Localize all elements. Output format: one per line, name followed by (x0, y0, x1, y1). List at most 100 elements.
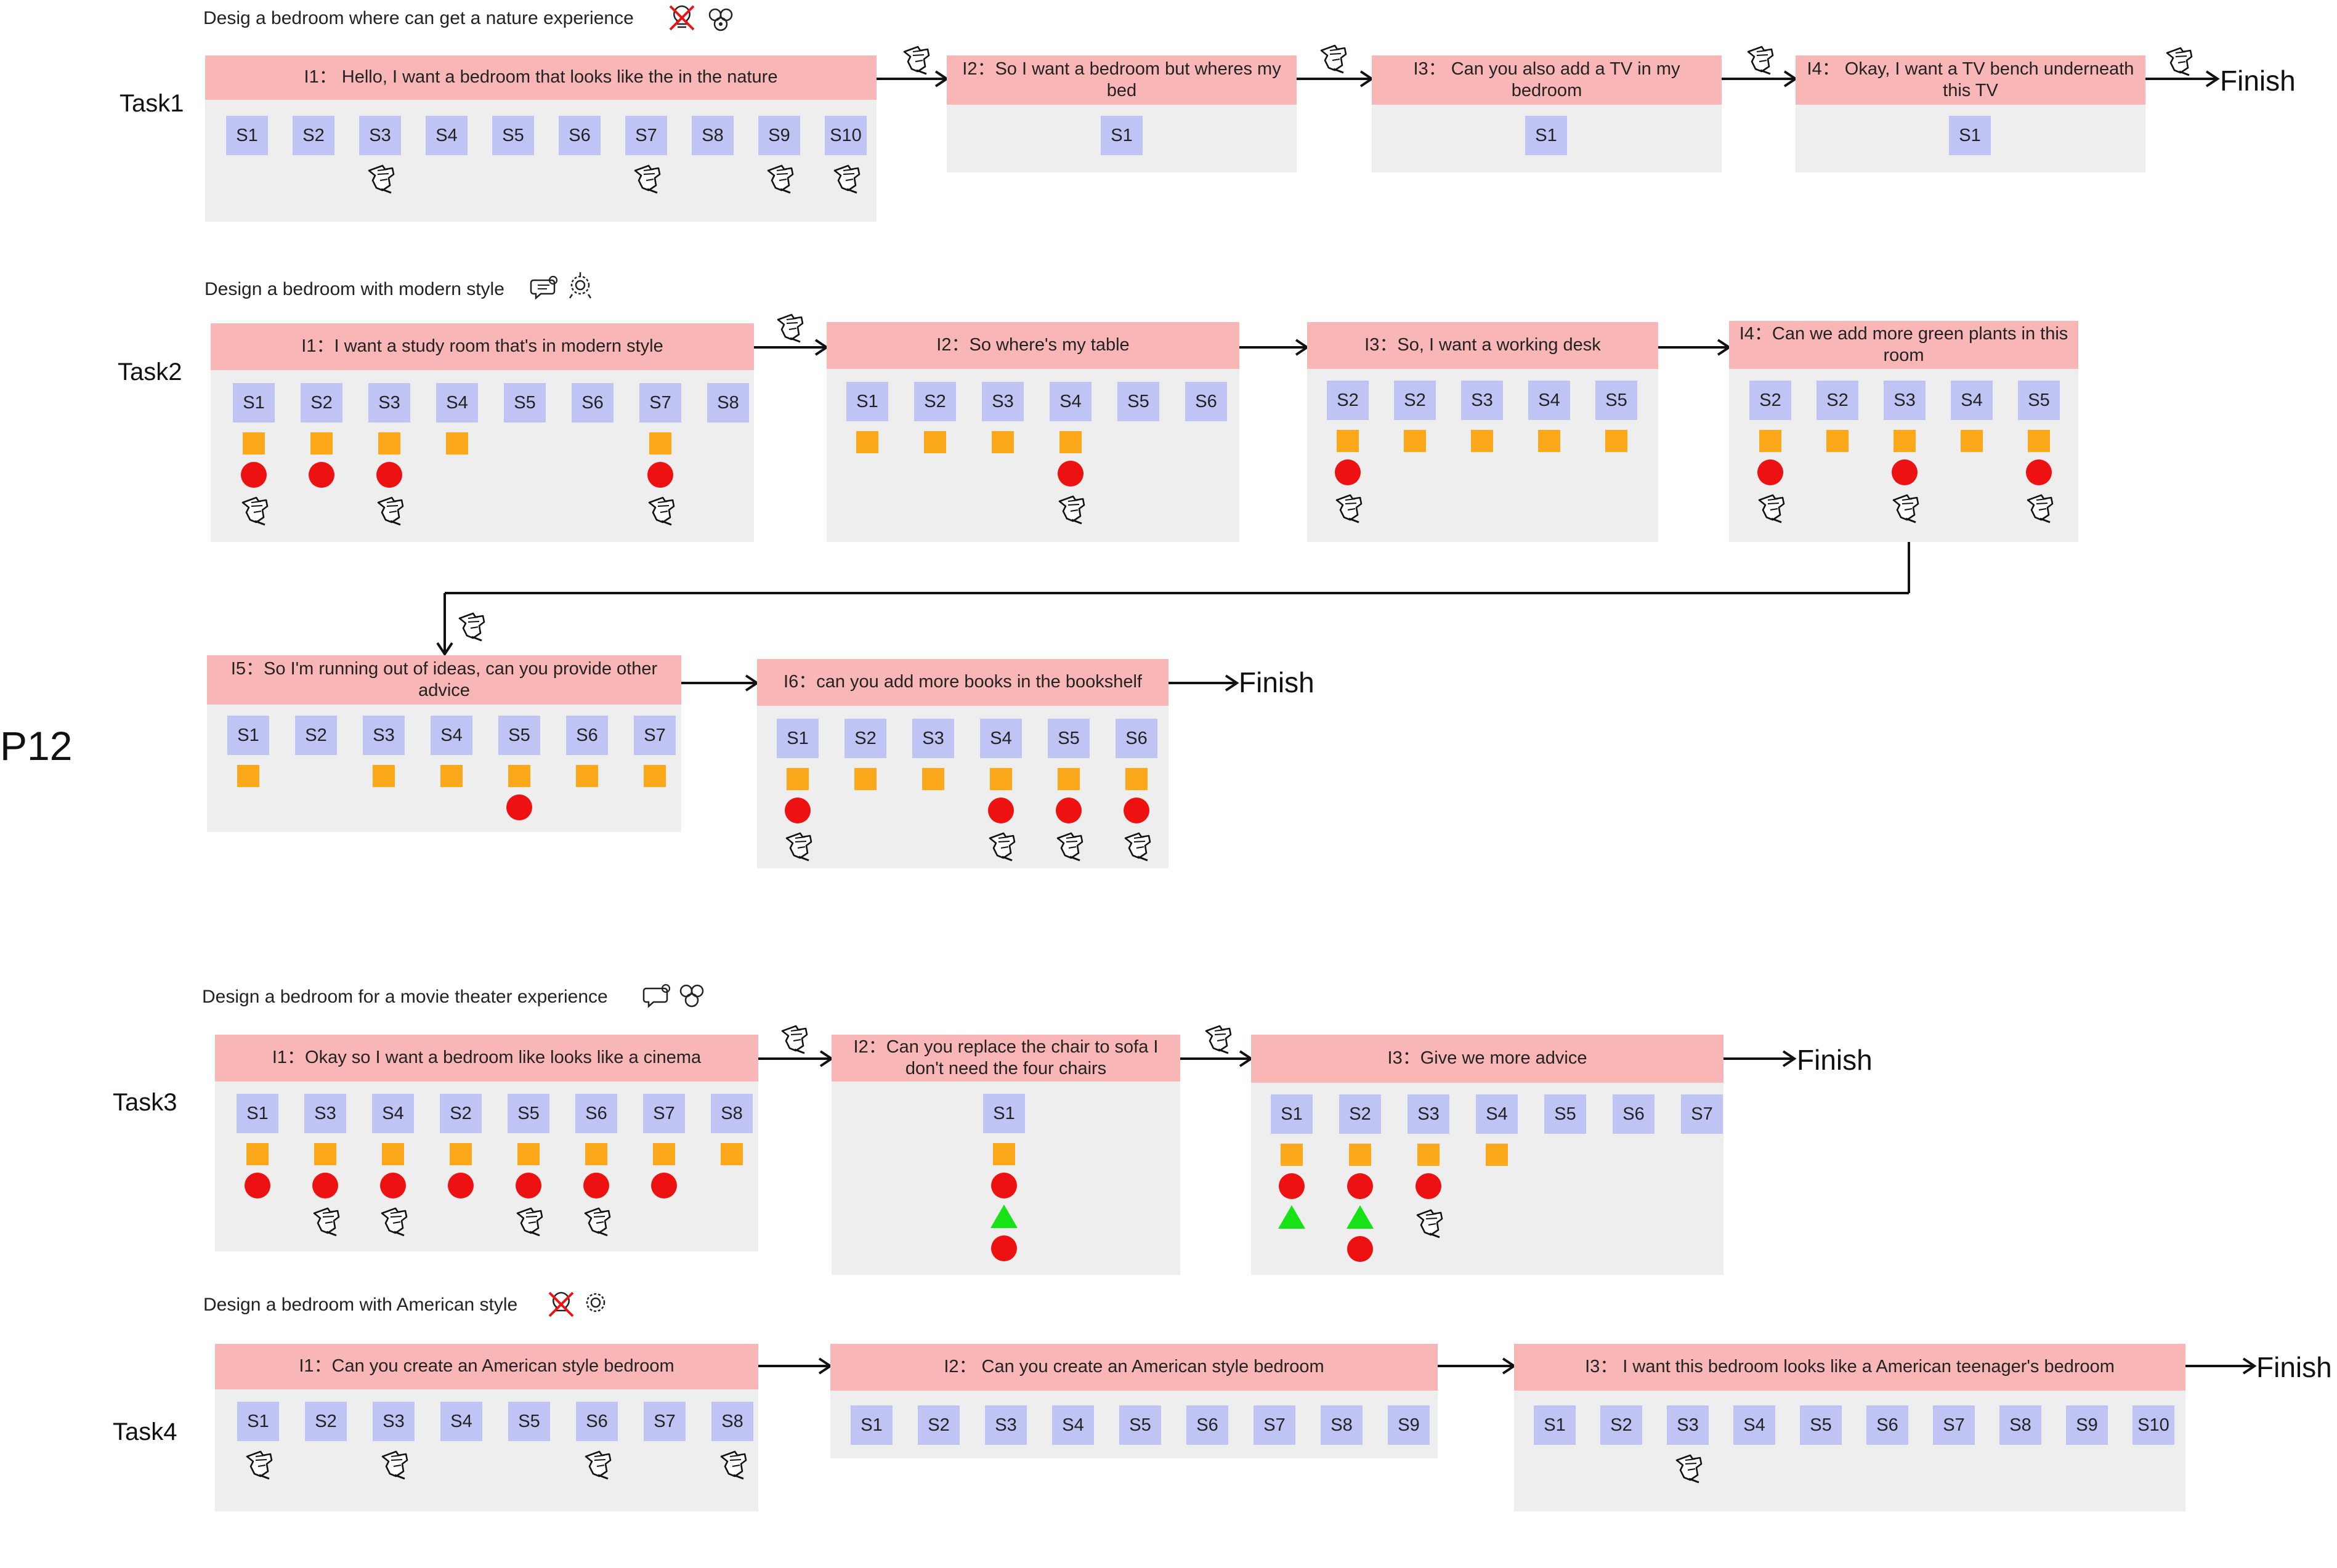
suggestion-chip[interactable]: S2 (301, 383, 342, 422)
suggestion-chip[interactable]: S7 (644, 1402, 686, 1441)
suggestion-chip[interactable]: S1 (233, 383, 275, 422)
suggestion-chip[interactable]: S3 (1461, 381, 1503, 420)
suggestion-chip[interactable]: S1 (1534, 1405, 1576, 1445)
suggestion-chip[interactable]: S7 (1933, 1405, 1975, 1445)
suggestion-chip[interactable]: S2 (295, 716, 337, 755)
suggestion-chip[interactable]: S6 (1186, 1405, 1228, 1445)
suggestion-chip[interactable]: S1 (227, 716, 269, 755)
suggestion-chip[interactable]: S2 (1749, 381, 1791, 420)
suggestion-chip[interactable]: S2 (918, 1405, 960, 1445)
suggestion-chip[interactable]: S7 (1254, 1405, 1295, 1445)
suggestion-chip[interactable]: S5 (508, 1094, 549, 1133)
suggestion-chip[interactable]: S6 (576, 1402, 618, 1441)
suggestion-chip[interactable]: S4 (1052, 1405, 1094, 1445)
suggestion-chip[interactable]: S2 (1339, 1094, 1381, 1134)
suggestion-chip[interactable]: S8 (692, 116, 734, 155)
task2-title: Design a bedroom with modern style (205, 279, 504, 299)
suggestion-chip[interactable]: S6 (566, 716, 608, 755)
suggestion-chip[interactable]: S8 (1321, 1405, 1363, 1445)
suggestion-chip[interactable]: S7 (643, 1094, 685, 1133)
suggestion-chip[interactable]: S2 (914, 382, 956, 421)
suggestion-chip[interactable]: S3 (359, 116, 401, 155)
suggestion-chip[interactable]: S5 (498, 716, 540, 755)
suggestion-chip[interactable]: S4 (1733, 1405, 1775, 1445)
suggestion-chip[interactable]: S6 (1116, 719, 1157, 758)
suggestion-chip[interactable]: S8 (1999, 1405, 2041, 1445)
suggestion-chip[interactable]: S3 (1407, 1094, 1449, 1134)
suggestion-chip[interactable]: S6 (575, 1094, 617, 1133)
suggestion-chip[interactable]: S2 (440, 1094, 482, 1133)
suggestion-chip[interactable]: S3 (373, 1402, 415, 1441)
suggestion-chip[interactable]: S3 (363, 716, 405, 755)
suggestion-chip[interactable]: S9 (758, 116, 800, 155)
suggestion-chip[interactable]: S5 (1048, 719, 1090, 758)
suggestion-chip[interactable]: S7 (639, 383, 681, 422)
suggestion-chip[interactable]: S1 (846, 382, 888, 421)
suggestion-chip[interactable]: S1 (226, 116, 268, 155)
suggestion-chip[interactable]: S8 (707, 383, 749, 422)
suggestion-chip[interactable]: S4 (372, 1094, 414, 1133)
suggestion-chip[interactable]: S2 (305, 1402, 347, 1441)
suggestion-chip[interactable]: S4 (1528, 381, 1570, 420)
suggestion-chip[interactable]: S6 (1613, 1094, 1655, 1134)
suggestion-chip[interactable]: S5 (508, 1402, 550, 1441)
suggestion-chip[interactable]: S4 (1476, 1094, 1518, 1134)
suggestion-chip[interactable]: S5 (2018, 381, 2060, 420)
suggestion-chip[interactable]: S4 (431, 716, 472, 755)
suggestion-chip[interactable]: S3 (1667, 1405, 1709, 1445)
suggestion-chip[interactable]: S5 (504, 383, 546, 422)
suggestion-chip[interactable]: S3 (368, 383, 410, 422)
suggestion-chip[interactable]: S1 (1525, 116, 1567, 155)
suggestion-chip[interactable]: S10 (825, 116, 867, 155)
red-circle-marker (991, 1173, 1017, 1198)
suggestion-chip[interactable]: S4 (426, 116, 468, 155)
suggestion-chip[interactable]: S2 (844, 719, 886, 758)
suggestion-chip[interactable]: S5 (492, 116, 534, 155)
suggestion-chip[interactable]: S1 (777, 719, 819, 758)
suggestion-chip[interactable]: S6 (1866, 1405, 1908, 1445)
suggestion-chip[interactable]: S1 (1271, 1094, 1313, 1134)
suggestion-chip[interactable]: S1 (851, 1405, 893, 1445)
suggestion-chip[interactable]: S1 (237, 1402, 279, 1441)
suggestion-chip[interactable]: S5 (1117, 382, 1159, 421)
suggestion-chip[interactable]: S2 (293, 116, 334, 155)
suggestion-chip[interactable]: S9 (2066, 1405, 2108, 1445)
suggestion-chip[interactable]: S1 (1101, 116, 1143, 155)
suggestion-chip[interactable]: S1 (1949, 116, 1991, 155)
suggestion-chip[interactable]: S2 (1327, 381, 1369, 420)
suggestion-chip[interactable]: S8 (711, 1094, 753, 1133)
suggestion-chip[interactable]: S6 (559, 116, 601, 155)
suggestion-chip[interactable]: S3 (985, 1405, 1027, 1445)
suggestion-chip[interactable]: S7 (634, 716, 676, 755)
suggestion-chip[interactable]: S7 (1681, 1094, 1723, 1134)
suggestion-chip[interactable]: S8 (711, 1402, 753, 1441)
suggestion-chip[interactable]: S5 (1544, 1094, 1586, 1134)
suggestion-chip[interactable]: S3 (304, 1094, 346, 1133)
suggestion-chip[interactable]: S1 (237, 1094, 278, 1133)
suggestion-chip[interactable]: S2 (1817, 381, 1858, 420)
suggestion-chip[interactable]: S6 (1185, 382, 1227, 421)
brain-icon (708, 8, 733, 31)
suggestion-chip[interactable]: S5 (1119, 1405, 1161, 1445)
suggestion-chip[interactable]: S4 (1951, 381, 1993, 420)
suggestion-chip[interactable]: S1 (983, 1094, 1025, 1133)
suggestion-chip[interactable]: S4 (980, 719, 1022, 758)
suggestion-chip[interactable]: S3 (912, 719, 954, 758)
red-circle-marker (651, 1173, 677, 1198)
suggestion-chip[interactable]: S4 (1050, 382, 1092, 421)
orange-square-marker (1486, 1144, 1508, 1166)
suggestion-chip[interactable]: S5 (1595, 381, 1637, 420)
suggestion-chip[interactable]: S5 (1800, 1405, 1842, 1445)
suggestion-chip[interactable]: S10 (2132, 1405, 2174, 1445)
suggestion-chip[interactable]: S2 (1600, 1405, 1642, 1445)
suggestion-chip[interactable]: S3 (982, 382, 1024, 421)
suggestion-chip[interactable]: S6 (572, 383, 614, 422)
suggestion-chip[interactable]: S3 (1884, 381, 1926, 420)
suggestion-chip[interactable]: S2 (1394, 381, 1436, 420)
suggestion-chip[interactable]: S7 (625, 116, 667, 155)
suggestion-chip[interactable]: S4 (440, 1402, 482, 1441)
hand-pointer-icon (1747, 46, 1774, 75)
suggestion-chip[interactable]: S9 (1388, 1405, 1430, 1445)
orange-square-marker (721, 1143, 743, 1165)
suggestion-chip[interactable]: S4 (436, 383, 478, 422)
